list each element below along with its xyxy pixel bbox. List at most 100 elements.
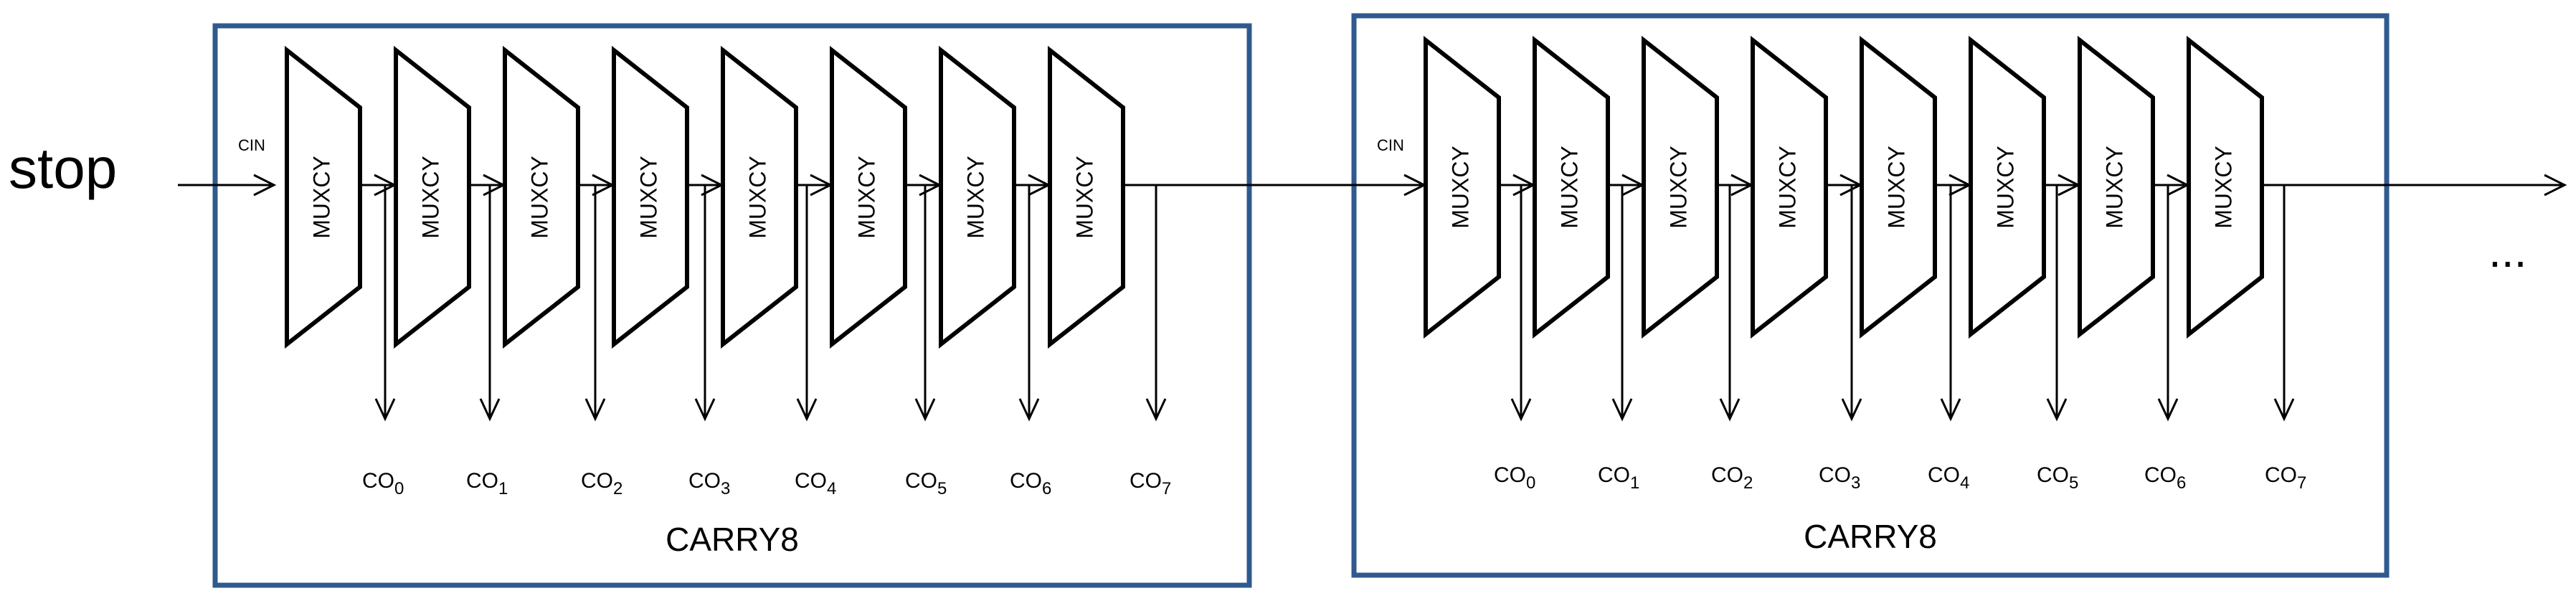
co-base: CO [1598, 463, 1630, 487]
co-subscript: 5 [2069, 473, 2078, 493]
co-arrow [2273, 398, 2295, 422]
muxcy-shape [2187, 35, 2264, 339]
co-subscript: 7 [2297, 473, 2306, 493]
muxcy-label: MUXCY [1992, 146, 2018, 229]
co-label: CO6 [1010, 469, 1051, 498]
co-arrow [694, 398, 716, 422]
muxcy-shape [1642, 35, 1719, 339]
co-base: CO [1010, 469, 1042, 493]
co-arrow [1145, 398, 1167, 422]
ellipsis-label: ... [2489, 225, 2527, 277]
co-subscript: 7 [1162, 479, 1171, 498]
output-arrow [2544, 174, 2567, 197]
co-arrow [1940, 398, 1961, 422]
co-label: CO4 [1928, 463, 1969, 493]
co-subscript: 1 [498, 479, 508, 498]
co-label: CO2 [1711, 463, 1753, 493]
muxcy-label: MUXCY [1883, 146, 1909, 229]
co-subscript: 2 [1743, 473, 1753, 493]
muxcy-shape [939, 45, 1016, 349]
muxcy-label: MUXCY [1447, 146, 1473, 229]
muxcy-label: MUXCY [1665, 146, 1691, 229]
labels-layer: stop ... CARRY8CINMUXCYCO0MUXCYCO1MUXCYC… [9, 136, 2527, 558]
co-label: CO5 [905, 469, 947, 498]
muxcy-label: MUXCY [2210, 146, 2236, 229]
co-base: CO [688, 469, 721, 493]
muxcy-shape [1969, 35, 2046, 339]
muxcy-label: MUXCY [526, 156, 552, 239]
co-arrow [1841, 398, 1862, 422]
co-label: CO3 [1819, 463, 1860, 493]
carry8-label: CARRY8 [1804, 518, 1937, 555]
muxcy-shape [1860, 35, 1937, 339]
co-arrow [914, 398, 936, 422]
muxcy-shape [1751, 35, 1828, 339]
co-subscript: 0 [1526, 473, 1535, 493]
co-label: CO3 [688, 469, 730, 498]
co-base: CO [1819, 463, 1851, 487]
co-base: CO [2265, 463, 2297, 487]
co-label: CO1 [1598, 463, 1639, 493]
cin-label: CIN [1377, 136, 1404, 154]
muxcy-label: MUXCY [744, 156, 770, 239]
co-arrow [1510, 398, 1532, 422]
co-subscript: 0 [394, 479, 404, 498]
co-base: CO [362, 469, 394, 493]
co-arrow [374, 398, 396, 422]
input-arrow [253, 174, 277, 197]
co-label: CO0 [362, 469, 404, 498]
muxcy-shape [394, 45, 471, 349]
muxcy-shape [2078, 35, 2155, 339]
co-base: CO [2144, 463, 2177, 487]
co-base: CO [1711, 463, 1743, 487]
co-arrow [796, 398, 818, 422]
co-subscript: 3 [721, 479, 730, 498]
co-label: CO5 [2037, 463, 2078, 493]
co-arrow [2046, 398, 2068, 422]
co-base: CO [1494, 463, 1526, 487]
muxcy-label: MUXCY [635, 156, 661, 239]
co-subscript: 3 [1851, 473, 1860, 493]
muxcy-shape [612, 45, 689, 349]
co-label: CO1 [466, 469, 508, 498]
co-subscript: 2 [613, 479, 622, 498]
muxcy-label: MUXCY [417, 156, 443, 239]
muxcy-shape [1533, 35, 1610, 339]
co-label: CO6 [2144, 463, 2186, 493]
muxcy-label: MUXCY [2101, 146, 2127, 229]
muxcy-label: MUXCY [1774, 146, 1800, 229]
co-base: CO [466, 469, 498, 493]
co-arrow [1018, 398, 1040, 422]
co-label: CO7 [2265, 463, 2306, 493]
co-arrow [2157, 398, 2179, 422]
co-arrow [479, 398, 501, 422]
input-label: stop [9, 136, 117, 200]
co-subscript: 6 [1042, 479, 1051, 498]
co-base: CO [795, 469, 827, 493]
co-arrow [584, 398, 606, 422]
co-subscript: 5 [937, 479, 947, 498]
co-arrow [1719, 398, 1741, 422]
carry8-label: CARRY8 [666, 521, 799, 558]
co-base: CO [905, 469, 937, 493]
co-base: CO [581, 469, 613, 493]
muxcy-shape [285, 45, 362, 349]
co-subscript: 6 [2177, 473, 2186, 493]
co-label: CO7 [1130, 469, 1171, 498]
co-subscript: 4 [1960, 473, 1969, 493]
carry8-block [1351, 13, 2390, 578]
blocks-layer [212, 13, 2390, 588]
co-label: CO0 [1494, 463, 1535, 493]
muxcy-shape [721, 45, 798, 349]
muxcy-shape [1048, 45, 1125, 349]
co-base: CO [1130, 469, 1162, 493]
carry8-block [212, 23, 1252, 588]
co-arrow [1611, 398, 1633, 422]
muxcy-label: MUXCY [1556, 146, 1582, 229]
muxcy-label: MUXCY [308, 156, 334, 239]
muxcy-label: MUXCY [1071, 156, 1097, 239]
co-base: CO [1928, 463, 1960, 487]
muxcy-shape [830, 45, 907, 349]
muxcy-label: MUXCY [853, 156, 879, 239]
